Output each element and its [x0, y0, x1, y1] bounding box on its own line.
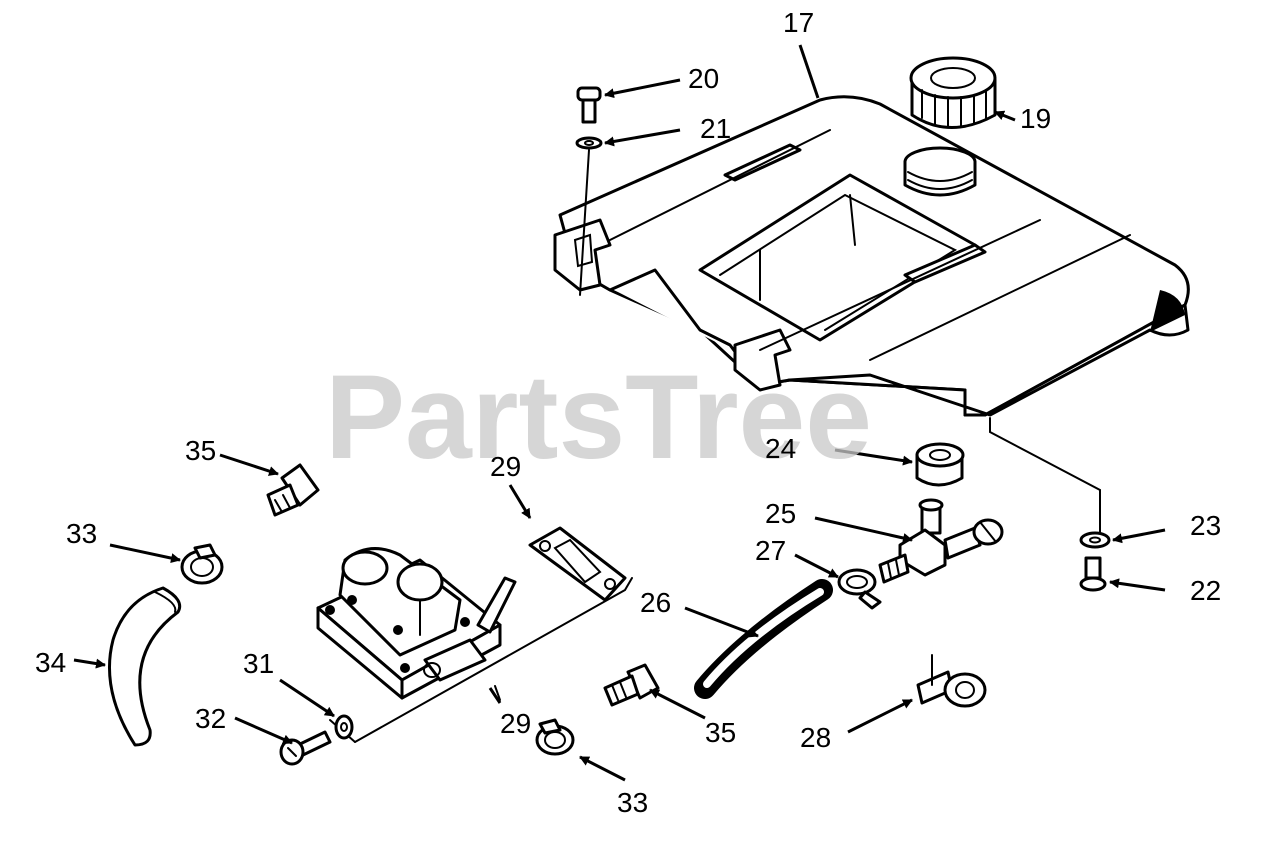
callout-21: 21	[700, 113, 731, 144]
screw-20	[576, 86, 602, 124]
callout-33-upper: 33	[66, 518, 97, 549]
fuel-cap	[909, 56, 997, 129]
callout-20: 20	[688, 63, 719, 94]
washer-21	[575, 136, 603, 150]
hose-clamp-27	[837, 568, 882, 610]
washer-23	[1079, 531, 1111, 549]
callout-labels: 17 19 20 21 22 23 24 25 26 27 28 29 29 3…	[35, 7, 1221, 818]
fuel-line-26	[694, 579, 833, 699]
callout-32: 32	[195, 703, 226, 734]
callout-19: 19	[1020, 103, 1051, 134]
washer-31	[334, 714, 354, 740]
bushing-24	[915, 442, 965, 487]
watermark-text: PartsTree	[325, 350, 872, 484]
callout-leaders	[73, 44, 1166, 782]
shutoff-valve-25	[878, 498, 1004, 584]
callout-35-upper: 35	[185, 435, 216, 466]
callout-25: 25	[765, 498, 796, 529]
callout-17: 17	[783, 7, 814, 38]
line-clip-28	[916, 654, 987, 708]
hose-clamp-33-lower	[535, 718, 575, 756]
gasket-29	[528, 526, 627, 602]
callout-28: 28	[800, 722, 831, 753]
callout-23: 23	[1190, 510, 1221, 541]
elbow-fitting-35-upper	[266, 463, 320, 517]
screw-22	[1079, 556, 1107, 592]
callout-29-pump: 29	[500, 708, 531, 739]
callout-33-lower: 33	[617, 787, 648, 818]
elbow-fitting-35-lower	[603, 663, 660, 707]
callout-31: 31	[243, 648, 274, 679]
callout-24: 24	[765, 433, 796, 464]
hose-34	[107, 586, 182, 747]
callout-29-gasket: 29	[490, 451, 521, 482]
callout-27: 27	[755, 535, 786, 566]
screw-32	[279, 730, 332, 766]
fuel-tank	[553, 95, 1190, 417]
callout-35-lower: 35	[705, 717, 736, 748]
callout-26: 26	[640, 587, 671, 618]
hose-clamp-33-upper	[180, 543, 224, 585]
fuel-pump	[316, 547, 633, 743]
callout-22: 22	[1190, 575, 1221, 606]
callout-34: 34	[35, 647, 66, 678]
